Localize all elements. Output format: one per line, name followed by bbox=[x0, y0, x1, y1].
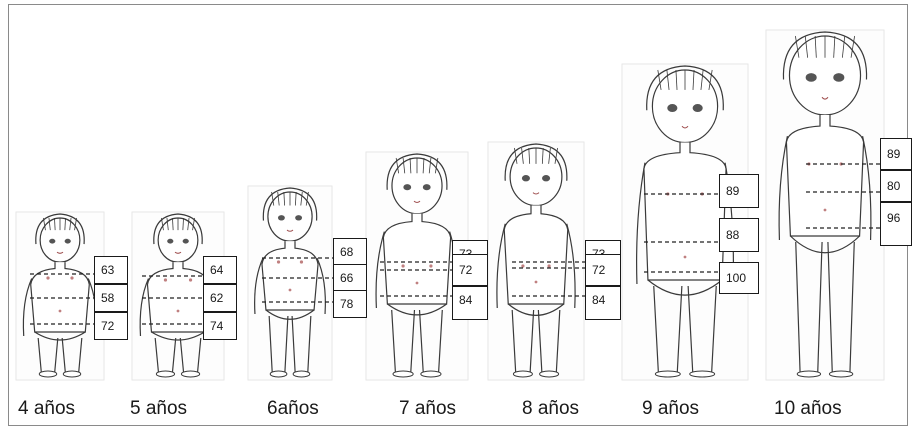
measure-10-waist: 80 bbox=[880, 170, 912, 202]
foot-outline bbox=[421, 371, 441, 377]
measure-10-hip: 96 bbox=[880, 202, 912, 246]
measure-5-chest: 64 bbox=[203, 256, 237, 284]
torso-outline bbox=[147, 262, 208, 332]
child-figure-4 bbox=[16, 212, 104, 380]
measure-9-waist: 88 bbox=[719, 218, 759, 252]
torso-outline bbox=[31, 262, 90, 332]
eye bbox=[278, 215, 285, 220]
torso-outline bbox=[504, 206, 568, 304]
measure-9-chest: 89 bbox=[719, 174, 759, 208]
child-figure-6 bbox=[248, 186, 334, 380]
measure-5-waist: 62 bbox=[203, 284, 237, 312]
measure-4-waist: 58 bbox=[94, 284, 128, 312]
chest-dot bbox=[429, 264, 432, 267]
eye bbox=[65, 239, 71, 244]
navel-dot bbox=[59, 310, 62, 313]
chest-dot bbox=[300, 260, 303, 263]
chest-dot bbox=[521, 264, 524, 267]
eye bbox=[833, 73, 844, 82]
chest-dot bbox=[189, 278, 192, 281]
measure-10-chest: 89 bbox=[880, 138, 912, 170]
age-label-5: 5 años bbox=[130, 398, 187, 420]
foot-outline bbox=[540, 371, 559, 377]
measure-4-hip: 72 bbox=[94, 312, 128, 340]
age-label-10: 10 años bbox=[774, 398, 842, 420]
eye bbox=[667, 104, 677, 112]
age-label-9: 9 años bbox=[642, 398, 699, 420]
navel-dot bbox=[416, 282, 419, 285]
navel-dot bbox=[535, 281, 538, 284]
foot-outline bbox=[181, 371, 199, 377]
measure-5-hip: 74 bbox=[203, 312, 237, 340]
chest-dot bbox=[164, 278, 167, 281]
eye bbox=[403, 184, 411, 190]
eye bbox=[522, 175, 530, 181]
eye bbox=[423, 184, 431, 190]
age-label-8: 8 años bbox=[522, 398, 579, 420]
age-label-4: 4 años bbox=[18, 398, 75, 420]
measure-6-waist: 66 bbox=[333, 264, 367, 292]
measure-4-chest: 63 bbox=[94, 256, 128, 284]
eye bbox=[806, 73, 817, 82]
chest-dot bbox=[401, 264, 404, 267]
navel-dot bbox=[824, 209, 827, 212]
chest-dot bbox=[70, 276, 73, 279]
eye bbox=[693, 104, 703, 112]
age-label-6: 6años bbox=[267, 398, 319, 420]
chest-dot bbox=[277, 260, 280, 263]
measure-7-waist: 72 bbox=[452, 254, 488, 286]
chest-dot bbox=[46, 276, 49, 279]
foot-outline bbox=[39, 371, 56, 377]
torso-outline bbox=[383, 214, 450, 304]
age-label-7: 7 años bbox=[399, 398, 456, 420]
foot-outline bbox=[156, 371, 174, 377]
measure-6-chest: 68 bbox=[333, 238, 367, 266]
navel-dot bbox=[177, 310, 180, 313]
chest-dot bbox=[547, 264, 550, 267]
navel-dot bbox=[289, 289, 292, 292]
eye bbox=[183, 239, 189, 244]
eye bbox=[49, 239, 55, 244]
measure-8-hip: 84 bbox=[585, 286, 621, 320]
measure-9-hip: 100 bbox=[719, 262, 759, 294]
measure-6-hip: 78 bbox=[333, 290, 367, 318]
foot-outline bbox=[690, 371, 715, 377]
foot-outline bbox=[270, 371, 287, 377]
foot-outline bbox=[513, 371, 532, 377]
eye bbox=[542, 175, 550, 181]
child-figure-8 bbox=[488, 142, 586, 380]
foot-outline bbox=[829, 371, 852, 377]
eye bbox=[167, 239, 173, 244]
child-figure-10 bbox=[766, 30, 884, 380]
measure-8-waist: 72 bbox=[585, 254, 621, 286]
navel-dot bbox=[684, 256, 687, 259]
torso-outline bbox=[786, 115, 863, 236]
foot-outline bbox=[63, 371, 80, 377]
foot-outline bbox=[393, 371, 413, 377]
eye bbox=[295, 215, 302, 220]
foot-outline bbox=[797, 371, 820, 377]
torso-outline bbox=[644, 142, 726, 280]
foot-outline bbox=[293, 371, 310, 377]
foot-outline bbox=[655, 371, 680, 377]
measure-7-hip: 84 bbox=[452, 286, 488, 320]
